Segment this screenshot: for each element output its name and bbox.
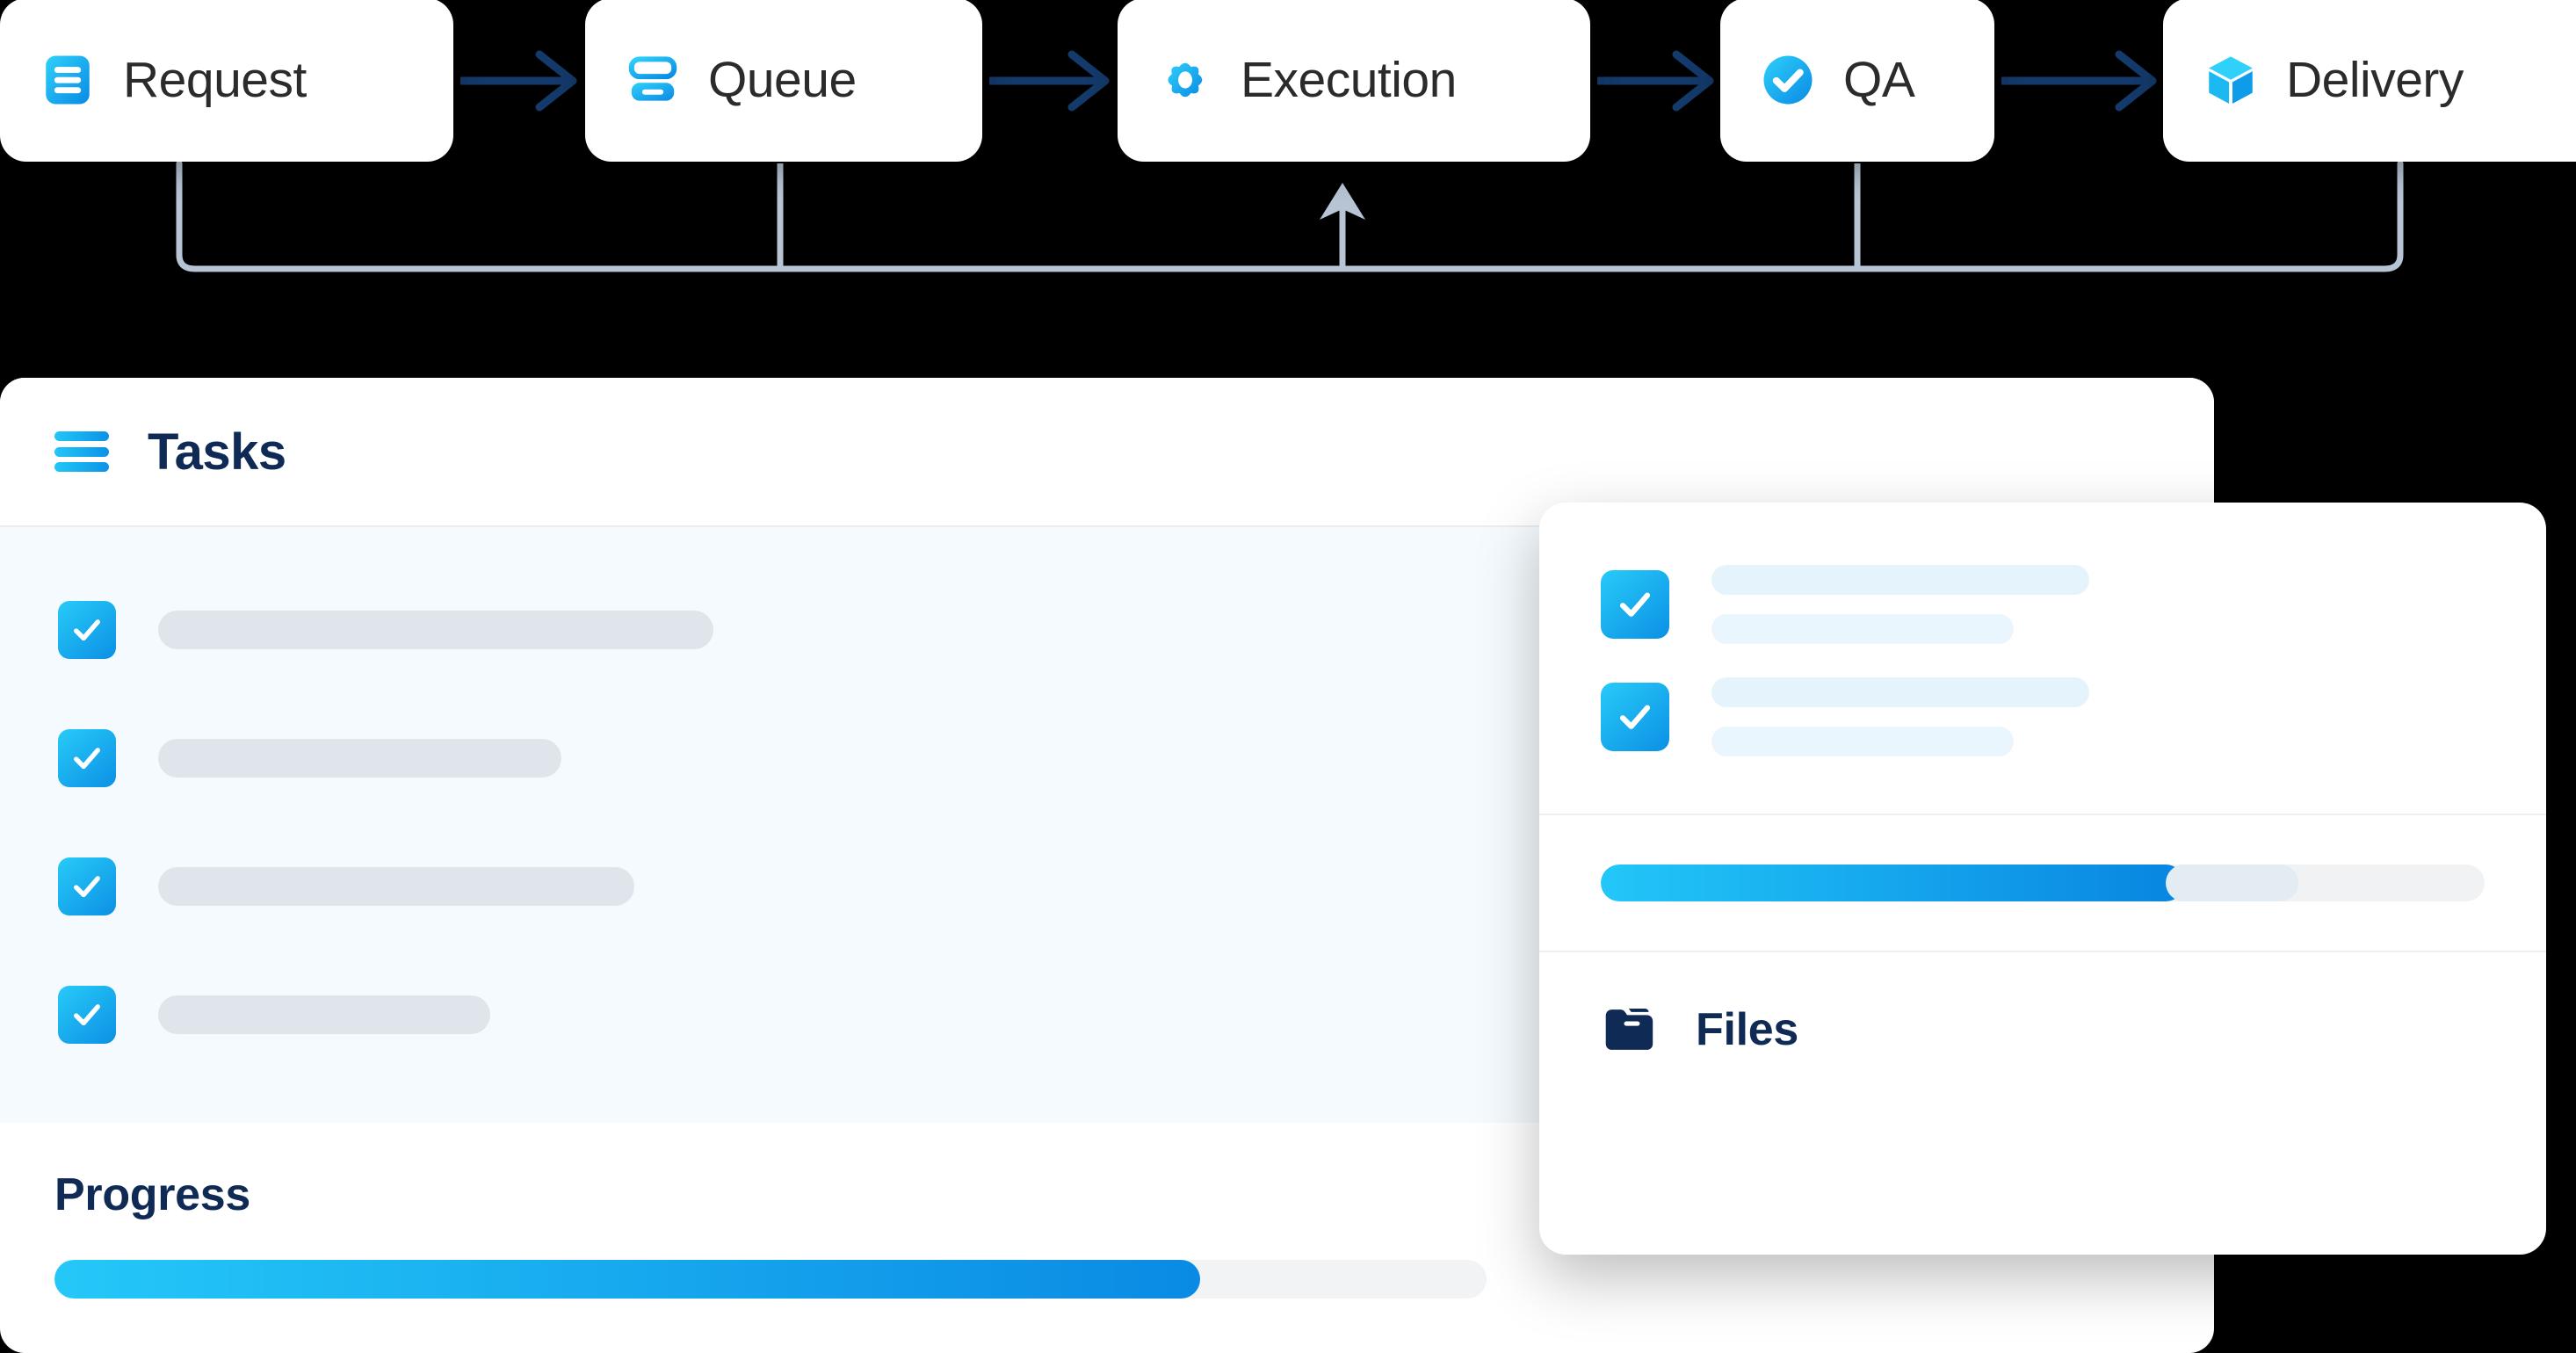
overlay-item-lines: [1711, 677, 2089, 756]
task-title-placeholder: [158, 995, 490, 1034]
overlay-item-list: [1539, 503, 2546, 814]
pipeline-node-label: Delivery: [2286, 52, 2464, 108]
task-checkbox[interactable]: [58, 857, 116, 915]
stacked-bars-icon: [628, 56, 677, 101]
check-icon: [74, 619, 100, 641]
pipeline-node-label: Queue: [708, 52, 857, 108]
cube-icon: [2209, 56, 2253, 104]
overlay-progress-fill: [1601, 865, 2184, 901]
check-icon: [1619, 705, 1651, 729]
divider: [1539, 814, 2546, 815]
divider: [1539, 951, 2546, 952]
pipeline-diagram: Request Queue Execution: [0, 0, 2576, 290]
arrow-right-icon: [1597, 50, 1714, 112]
task-checkbox[interactable]: [58, 601, 116, 659]
folder-icon: [1605, 1009, 1653, 1050]
progress-label: Progress: [54, 1169, 251, 1220]
arrow-right-icon: [460, 50, 577, 112]
task-checkbox[interactable]: [58, 729, 116, 787]
list-item[interactable]: [1539, 661, 2546, 773]
page-title: Tasks: [148, 423, 286, 481]
overlay-item-lines: [1711, 565, 2089, 644]
files-label: Files: [1696, 1004, 1798, 1055]
overlay-progress-mid: [2165, 865, 2298, 901]
pipeline-node-execution[interactable]: Execution: [1118, 0, 1590, 162]
progress-bar-track[interactable]: [54, 1260, 1487, 1299]
check-icon: [1619, 592, 1651, 617]
overlay-progress-track[interactable]: [1601, 865, 2485, 901]
pipeline-node-label: QA: [1843, 52, 1915, 108]
pipeline-node-delivery[interactable]: Delivery: [2163, 0, 2576, 162]
overlay-line-primary: [1711, 677, 2089, 707]
pipeline-connectors: [176, 50, 2404, 272]
check-icon: [74, 876, 100, 898]
overlay-item-checkbox[interactable]: [1601, 683, 1669, 751]
check-circle-icon: [1763, 55, 1813, 105]
arrow-right-icon: [989, 50, 1110, 112]
pipeline-node-qa[interactable]: QA: [1720, 0, 1994, 162]
arrow-right-icon: [2001, 50, 2157, 112]
hamburger-menu-icon[interactable]: [54, 431, 109, 472]
pipeline-node-label: Execution: [1241, 52, 1457, 108]
pipeline-node-queue[interactable]: Queue: [585, 0, 982, 162]
check-icon: [74, 1004, 100, 1026]
pipeline-node-request[interactable]: Request: [0, 0, 453, 162]
overlay-detail-panel: Files: [1539, 503, 2546, 1255]
overlay-line-secondary: [1711, 614, 2014, 644]
overlay-item-checkbox[interactable]: [1601, 570, 1669, 639]
overlay-line-primary: [1711, 565, 2089, 595]
overlay-progress-section: [1539, 815, 2546, 951]
feedback-loop-connector: [176, 160, 2404, 272]
progress-bar-fill: [54, 1260, 1200, 1299]
overlay-line-secondary: [1711, 727, 2014, 756]
files-section[interactable]: Files: [1539, 952, 2546, 1107]
tasks-card-header: Tasks: [0, 378, 2214, 527]
task-title-placeholder: [158, 739, 561, 778]
task-checkbox[interactable]: [58, 986, 116, 1044]
check-icon: [74, 748, 100, 770]
list-item[interactable]: [1539, 548, 2546, 661]
pipeline-node-label: Request: [123, 52, 307, 108]
task-title-placeholder: [158, 867, 634, 906]
document-lines-icon: [46, 55, 90, 105]
pipeline-arrows: [460, 50, 2157, 112]
task-title-placeholder: [158, 611, 713, 649]
gear-icon: [1168, 62, 1203, 98]
